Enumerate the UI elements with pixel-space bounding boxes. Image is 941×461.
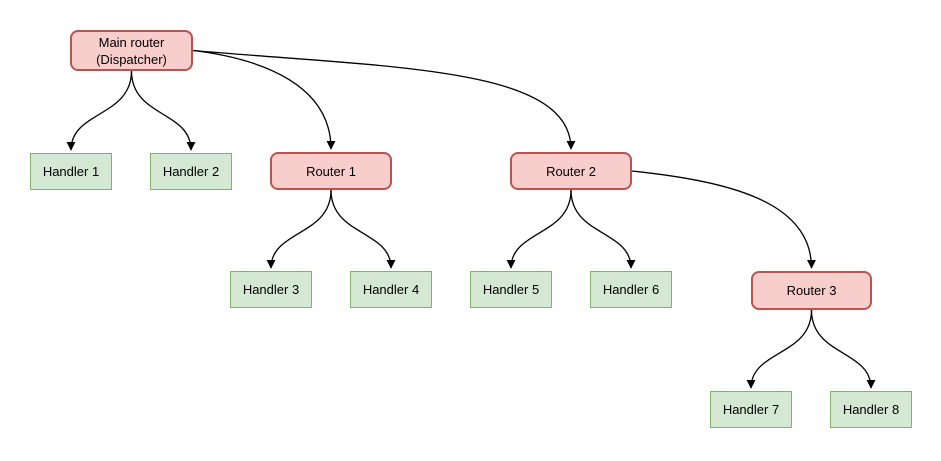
node-handler-6: Handler 6: [590, 271, 672, 308]
edge-router-1-to-handler-3: [266, 189, 332, 269]
node-router-3-label: Router 3: [786, 283, 837, 298]
node-handler-8: Handler 8: [830, 391, 912, 428]
edge-main-router-to-handler-1: [66, 70, 133, 151]
edge-router-2-to-router-3: [631, 170, 817, 269]
edge-router-2-to-handler-5: [506, 189, 572, 269]
node-handler-3: Handler 3: [230, 271, 312, 308]
node-handler-6-label: Handler 6: [602, 282, 660, 297]
edge-router-3-to-handler-7: [746, 309, 813, 389]
node-router-1: Router 1: [270, 152, 392, 190]
node-handler-3-label: Handler 3: [242, 282, 300, 297]
edge-router-3-to-handler-8: [810, 309, 876, 389]
node-handler-4: Handler 4: [350, 271, 432, 308]
node-handler-8-label: Handler 8: [842, 402, 900, 417]
node-handler-1-label: Handler 1: [42, 164, 100, 179]
node-router-2: Router 2: [510, 152, 632, 190]
node-handler-5-label: Handler 5: [482, 282, 540, 297]
edge-main-router-to-router-2: [192, 49, 576, 150]
edge-main-router-to-handler-2: [130, 70, 196, 151]
edge-router-2-to-handler-6: [570, 189, 636, 269]
node-handler-5: Handler 5: [470, 271, 552, 308]
node-handler-2-label: Handler 2: [162, 164, 220, 179]
edge-router-1-to-handler-4: [330, 189, 396, 269]
edge-main-router-to-router-1: [192, 49, 336, 150]
node-router-2-label: Router 2: [546, 163, 596, 179]
node-handler-7: Handler 7: [710, 391, 792, 428]
node-router-1-label: Router 1: [306, 163, 356, 179]
node-handler-4-label: Handler 4: [362, 282, 420, 297]
node-main-router-label: Main router (Dispatcher): [96, 34, 167, 67]
node-main-router: Main router (Dispatcher): [70, 30, 193, 71]
node-handler-7-label: Handler 7: [722, 402, 780, 417]
node-router-3: Router 3: [751, 271, 872, 310]
node-handler-1: Handler 1: [30, 153, 112, 190]
node-handler-2: Handler 2: [150, 153, 232, 190]
